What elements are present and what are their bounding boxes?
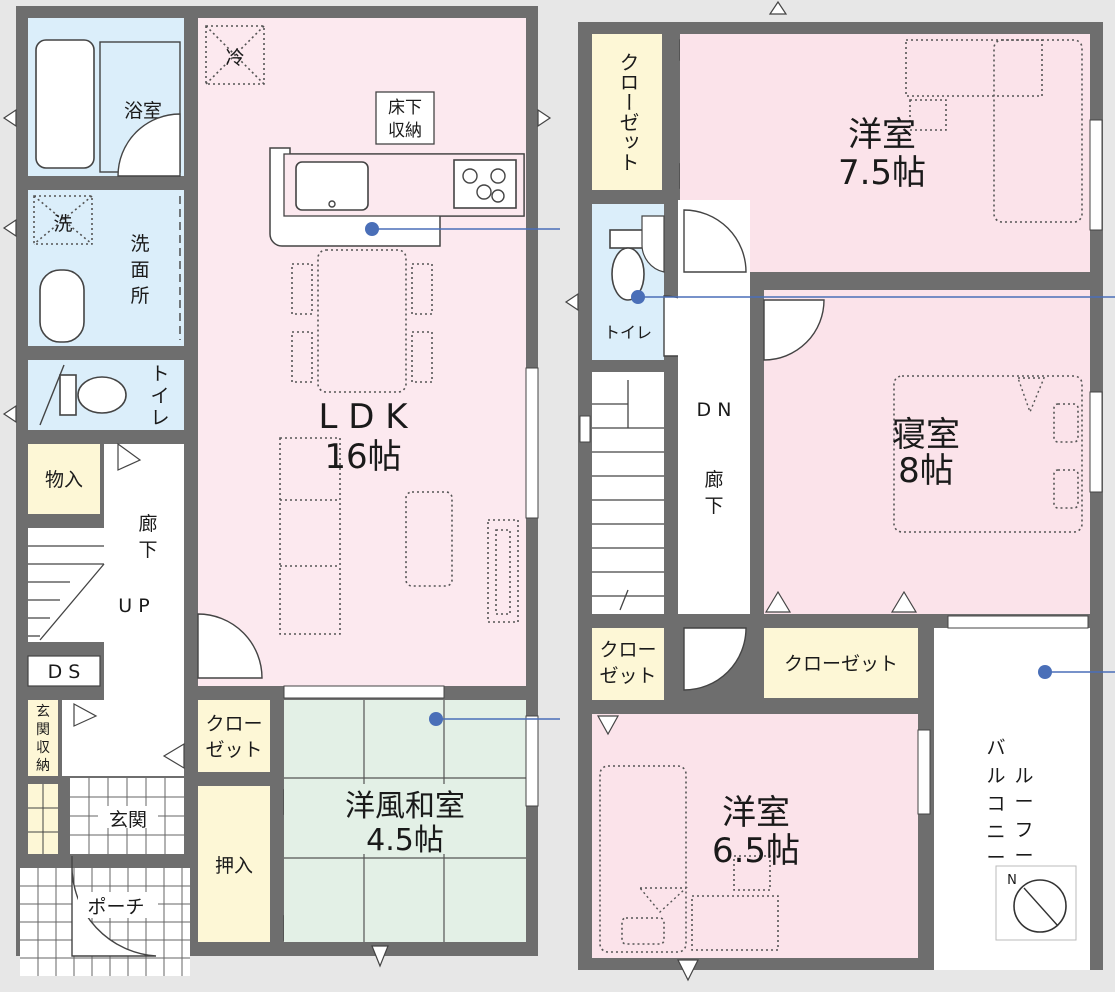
bedroom [764, 290, 1090, 614]
room-6-5-size: 6.5帖 [712, 831, 800, 871]
svg-text:ー: ー [1014, 791, 1033, 813]
stairs-1f-label: U P [118, 595, 149, 617]
bedroom-label: 寝室 [892, 415, 960, 455]
tv-board [487, 519, 519, 623]
ldk-door [197, 613, 263, 679]
svg-text:ー: ー [986, 847, 1005, 869]
closet-2f-top [592, 34, 662, 190]
svg-text:収納: 収納 [388, 121, 422, 141]
svg-text:床下: 床下 [388, 98, 422, 118]
ds-label: D S [48, 661, 81, 683]
oshiire-label: 押入 [215, 855, 253, 877]
washroom-label-2: 面 [130, 259, 149, 281]
closet-1f [198, 700, 270, 772]
porch-label: ポーチ [87, 896, 144, 918]
svg-text:ゼット: ゼット [205, 739, 262, 761]
bathtub [35, 39, 95, 169]
hall-1f-label-2: 下 [138, 539, 157, 561]
svg-text:ー: ー [1014, 845, 1033, 867]
stairs-2f-label: D N [697, 399, 732, 421]
entrance-label: 玄関 [109, 809, 147, 831]
svg-text:納: 納 [36, 758, 50, 774]
closet-2f-top-label: クローゼット [616, 52, 640, 172]
stairs-1f [28, 528, 104, 642]
room-7-5-size: 7.5帖 [838, 153, 926, 193]
bed-6-5 [599, 765, 687, 953]
floor-1: 浴室 洗 洗 面 所 ト イ レ 物入 廊 下 [2, 6, 560, 976]
svg-text:関: 関 [36, 722, 50, 738]
closet-2f-wide [764, 628, 918, 698]
floor-2: クローゼット 洋室 7.5帖 トイレ [564, 0, 1115, 982]
svg-text:収: 収 [36, 740, 50, 756]
svg-text:ル: ル [1014, 765, 1033, 787]
shoe-storage [28, 700, 58, 776]
photo-marker-ldk[interactable] [365, 222, 379, 236]
svg-text:コ: コ [986, 793, 1005, 815]
kitchen-sink [295, 161, 369, 211]
toilet-2f-bowl [611, 247, 645, 301]
bedroom-size: 8帖 [898, 451, 954, 491]
hall-2f-label-1: 廊 [704, 469, 723, 491]
ldk [198, 18, 526, 686]
room-6-5-label: 洋室 [722, 793, 790, 833]
svg-text:クロー: クロー [599, 639, 656, 661]
wash-basin [39, 269, 85, 343]
bath-label: 浴室 [124, 100, 162, 122]
hall-1f-label-1: 廊 [138, 513, 157, 535]
ldk-size: 16帖 [324, 437, 401, 477]
toilet-tank [59, 374, 77, 416]
bed-7-5 [993, 39, 1083, 223]
compass-north: N [1007, 873, 1017, 888]
storage-1f [28, 444, 100, 514]
washitsu-label: 洋風和室 [345, 789, 465, 824]
toilet-1f-label-3: レ [150, 407, 169, 429]
toilet-2f-label: トイレ [604, 323, 652, 342]
underfloor-storage [375, 91, 435, 145]
svg-text:バ: バ [986, 737, 1005, 759]
washer-space [33, 195, 93, 245]
toilet-1f-label-1: ト [150, 363, 169, 385]
dining-table [317, 249, 407, 393]
photo-marker-toilet[interactable] [631, 290, 645, 304]
bath-door [117, 113, 181, 177]
toilet-bowl [77, 376, 127, 414]
closet-2f-small [592, 628, 664, 700]
photo-marker-washitsu[interactable] [429, 712, 443, 726]
photo-marker-balcony[interactable] [1038, 665, 1052, 679]
stove [453, 159, 517, 209]
svg-text:ゼット: ゼット [599, 665, 656, 687]
coffee-table [405, 491, 453, 587]
hall-2f-label-2: 下 [704, 495, 723, 517]
svg-text:ニ: ニ [986, 821, 1005, 843]
svg-text:クロー: クロー [205, 713, 262, 735]
fridge-space [205, 25, 265, 85]
ds-space [27, 655, 101, 687]
washroom-label-1: 洗 [130, 233, 149, 255]
svg-text:フ: フ [1014, 819, 1033, 841]
sofa [279, 437, 341, 635]
svg-text:玄: 玄 [36, 703, 50, 720]
room-7-5-label: 洋室 [848, 115, 916, 155]
bed-bedroom [893, 375, 1083, 533]
washroom-label-3: 所 [130, 285, 149, 307]
svg-text:クローゼット: クローゼット [784, 653, 898, 675]
washer-label: 洗 [53, 213, 72, 235]
storage-label: 物入 [45, 469, 83, 491]
washitsu-size: 4.5帖 [366, 823, 444, 858]
ldk-label: L D K [318, 397, 409, 437]
entrance-door [71, 856, 157, 957]
oshiire [198, 786, 270, 942]
fridge-label: 冷 [225, 47, 244, 69]
toilet-1f-label-2: イ [150, 385, 169, 407]
svg-text:ル: ル [986, 765, 1005, 787]
